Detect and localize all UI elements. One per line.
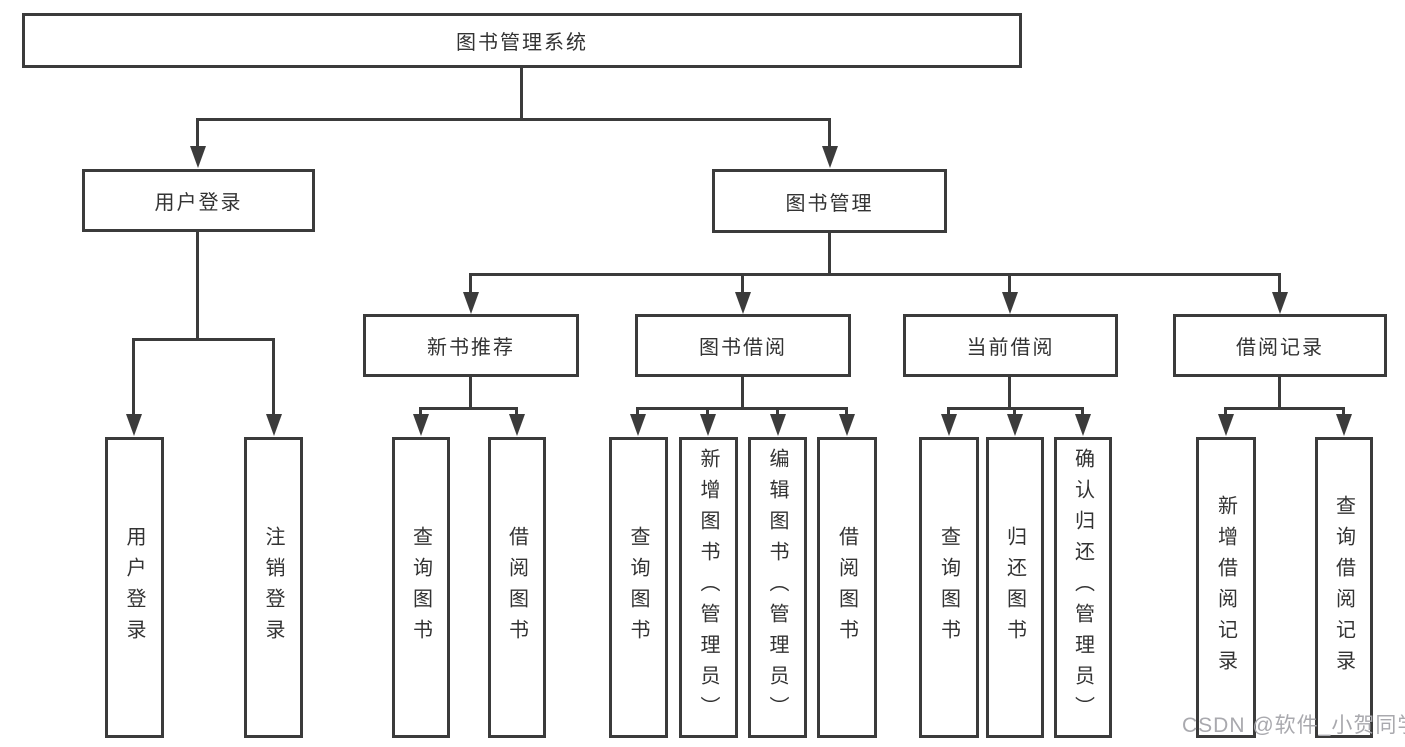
leaf-borrow-book-1: 借阅图书 [488, 437, 546, 738]
leaf-user-login: 用户登录 [105, 437, 164, 738]
connector-new-book-recommend-vertical [469, 377, 472, 410]
node-current-borrow: 当前借阅 [903, 314, 1118, 377]
leaf-add-borrow-record: 新增借阅记录 [1196, 437, 1256, 738]
arrow-to-leaf-query-book-3 [947, 410, 950, 414]
arrow-to-leaf-user-login [132, 341, 135, 414]
connector-book-management-vertical [828, 233, 831, 276]
connector-current-borrow-horizontal [947, 407, 1084, 410]
arrow-to-leaf-add-book-admin [706, 410, 709, 414]
connector-new-book-recommend-horizontal [419, 407, 518, 410]
node-book-borrow: 图书借阅 [635, 314, 851, 377]
connector-level2-horizontal [196, 118, 831, 121]
node-new-book-recommend: 新书推荐 [363, 314, 579, 377]
leaf-borrow-book-2: 借阅图书 [817, 437, 877, 738]
leaf-confirm-return-admin: 确认归还（管理员） [1054, 437, 1112, 738]
arrow-to-leaf-query-book-2 [636, 410, 639, 414]
arrow-to-book-management [828, 121, 831, 146]
watermark: CSDN @软件_小贺同学 [1182, 714, 1405, 737]
leaf-add-book-admin: 新增图书（管理员） [679, 437, 738, 738]
node-borrow-records: 借阅记录 [1173, 314, 1387, 377]
connector-borrow-records-vertical [1278, 377, 1281, 410]
leaf-query-book-1: 查询图书 [392, 437, 450, 738]
leaf-query-book-3: 查询图书 [919, 437, 979, 738]
arrow-to-book-borrow [741, 276, 744, 292]
connector-root-vertical [520, 68, 523, 121]
arrow-to-user-login [196, 121, 199, 146]
arrow-to-leaf-logout [272, 341, 275, 414]
arrow-to-new-book-recommend [469, 276, 472, 292]
leaf-query-book-2: 查询图书 [609, 437, 668, 738]
arrow-to-leaf-return-book [1013, 410, 1016, 414]
connector-book-borrow-vertical [741, 377, 744, 410]
connector-current-borrow-vertical [1008, 377, 1011, 410]
connector-book-borrow-horizontal [636, 407, 848, 410]
arrow-to-leaf-edit-book-admin [776, 410, 779, 414]
node-library-system: 图书管理系统 [22, 13, 1022, 68]
arrow-to-leaf-query-borrow-record [1342, 410, 1345, 414]
arrow-to-leaf-query-book-1 [419, 410, 422, 414]
arrow-to-leaf-borrow-book-2 [845, 410, 848, 414]
node-user-login: 用户登录 [82, 169, 315, 232]
arrow-to-leaf-confirm-return-admin [1081, 410, 1084, 414]
arrow-to-leaf-add-borrow-record [1224, 410, 1227, 414]
connector-level3-horizontal [469, 273, 1281, 276]
arrow-to-leaf-borrow-book-1 [515, 410, 518, 414]
arrow-to-borrow-records [1278, 276, 1281, 292]
connector-user-login-vertical [196, 232, 199, 341]
leaf-logout: 注销登录 [244, 437, 303, 738]
leaf-return-book: 归还图书 [986, 437, 1044, 738]
leaf-edit-book-admin: 编辑图书（管理员） [748, 437, 807, 738]
arrow-to-current-borrow [1008, 276, 1011, 292]
node-book-management: 图书管理 [712, 169, 947, 233]
connector-user-login-horizontal [132, 338, 275, 341]
connector-borrow-records-horizontal [1224, 407, 1345, 410]
leaf-query-borrow-record: 查询借阅记录 [1315, 437, 1373, 738]
